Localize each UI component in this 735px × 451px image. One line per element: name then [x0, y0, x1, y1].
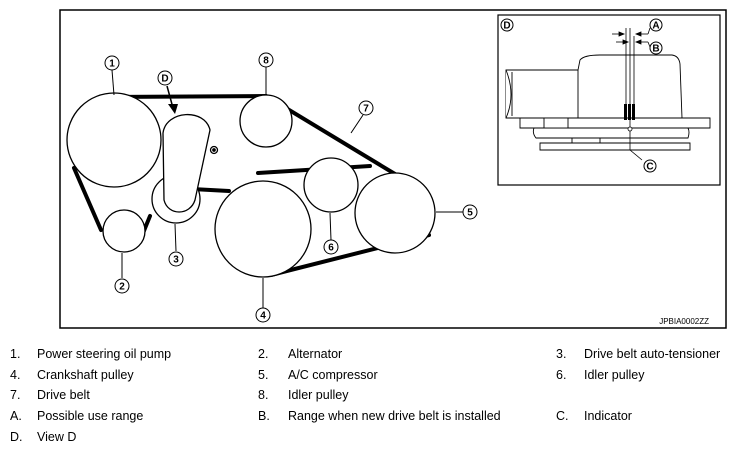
callout-3: 3: [168, 251, 184, 267]
legend-key: 1.: [10, 347, 21, 361]
legend-text: Possible use range: [37, 409, 144, 423]
diagram-frame: [59, 9, 727, 329]
callout-5: 5: [462, 204, 478, 220]
svg-text:D: D: [503, 21, 510, 32]
ac-compressor-pulley: [354, 172, 436, 254]
svg-text:4: 4: [260, 311, 266, 322]
inset-callout-a: A: [649, 18, 663, 32]
svg-text:2: 2: [119, 282, 125, 293]
svg-text:5: 5: [467, 208, 473, 219]
legend-text: Idler pulley: [584, 368, 645, 382]
legend-text: Range when new drive belt is installed: [288, 409, 501, 423]
legend-text: Drive belt auto-tensioner: [584, 347, 721, 361]
legend-key: 2.: [258, 347, 269, 361]
inset-dimension-b: [616, 39, 651, 48]
inset-indicator-point: [627, 126, 633, 132]
legend-text: Power steering oil pump: [37, 347, 172, 361]
alternator-pulley: [102, 209, 146, 253]
inset-callout-c: C: [643, 159, 657, 173]
tensioner-arm: [162, 113, 219, 213]
callout-2: 2: [114, 278, 130, 294]
legend-text: Indicator: [584, 409, 632, 423]
view-d-arrow: [166, 85, 178, 114]
legend-key: 4.: [10, 368, 21, 382]
legend-text: Crankshaft pulley: [37, 368, 134, 382]
legend-key: 7.: [10, 388, 21, 402]
svg-text:C: C: [646, 162, 653, 173]
idler-pulley-upper: [239, 94, 293, 148]
svg-text:D: D: [161, 74, 168, 85]
svg-text:3: 3: [173, 255, 179, 266]
crankshaft-pulley: [214, 180, 312, 278]
legend-text: View D: [37, 430, 77, 444]
legend-key: C.: [556, 409, 569, 423]
legend-key: A.: [10, 409, 22, 423]
legend-key: 8.: [258, 388, 269, 402]
legend-text: Alternator: [288, 347, 343, 361]
legend-text: Idler pulley: [288, 388, 349, 402]
callout-8: 8: [258, 52, 274, 68]
inset-callout-b: B: [649, 41, 663, 55]
legend-text: Drive belt: [37, 388, 90, 402]
idler-pulley-lower: [303, 157, 359, 213]
inset-range-marks: [624, 104, 635, 120]
belt-routing-diagram: 1 2 3 4 5 6 7 8: [59, 9, 727, 329]
view-d-marker: D: [157, 70, 173, 86]
inset-tensioner-body: [505, 54, 711, 151]
legend-key: D.: [10, 430, 23, 444]
svg-text:A: A: [652, 21, 659, 32]
callout-4: 4: [255, 307, 271, 323]
inset-indicator-lines: [625, 28, 643, 161]
legend-text: A/C compressor: [288, 368, 378, 382]
svg-text:1: 1: [109, 59, 115, 70]
legend-key: 5.: [258, 368, 269, 382]
legend: 1. Power steering oil pump 2. Alternator…: [0, 343, 735, 451]
legend-key: 6.: [556, 368, 567, 382]
legend-key: B.: [258, 409, 270, 423]
callout-1: 1: [104, 55, 120, 71]
svg-text:B: B: [652, 44, 659, 55]
inset-view-label: D: [500, 18, 514, 32]
power-steering-pulley: [66, 92, 162, 188]
figure-code: JPBIA0002ZZ: [659, 317, 709, 326]
legend-key: 3.: [556, 347, 567, 361]
svg-text:7: 7: [363, 104, 369, 115]
svg-text:8: 8: [263, 56, 269, 67]
inset-dimension-a: [612, 27, 651, 37]
callout-6: 6: [323, 239, 339, 255]
inset-view-d: D: [497, 14, 721, 186]
svg-text:6: 6: [328, 243, 334, 254]
callout-7: 7: [358, 100, 374, 116]
